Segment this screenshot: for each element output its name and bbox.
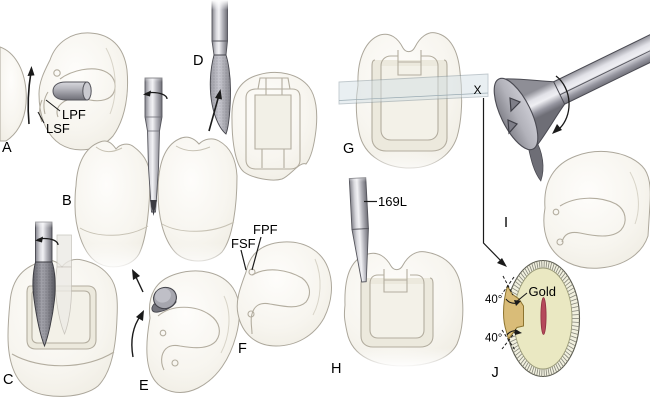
svg-text:40°: 40° [485, 333, 502, 345]
svg-text:H: H [331, 361, 341, 377]
svg-text:I: I [504, 215, 508, 231]
svg-text:FSF: FSF [231, 236, 256, 251]
svg-text:G: G [343, 141, 354, 157]
svg-text:E: E [139, 378, 149, 394]
svg-text:Gold: Gold [529, 284, 556, 299]
svg-text:40°: 40° [485, 294, 502, 306]
svg-text:LPF: LPF [62, 107, 86, 122]
svg-text:F: F [238, 341, 247, 357]
svg-text:X: X [474, 83, 482, 97]
svg-text:B: B [62, 193, 72, 209]
svg-text:D: D [193, 53, 203, 69]
svg-text:C: C [3, 372, 13, 388]
svg-text:LSF: LSF [46, 121, 70, 136]
svg-text:169L: 169L [378, 194, 407, 209]
svg-text:FPF: FPF [253, 222, 278, 237]
svg-text:A: A [2, 140, 12, 156]
svg-text:J: J [492, 365, 499, 381]
